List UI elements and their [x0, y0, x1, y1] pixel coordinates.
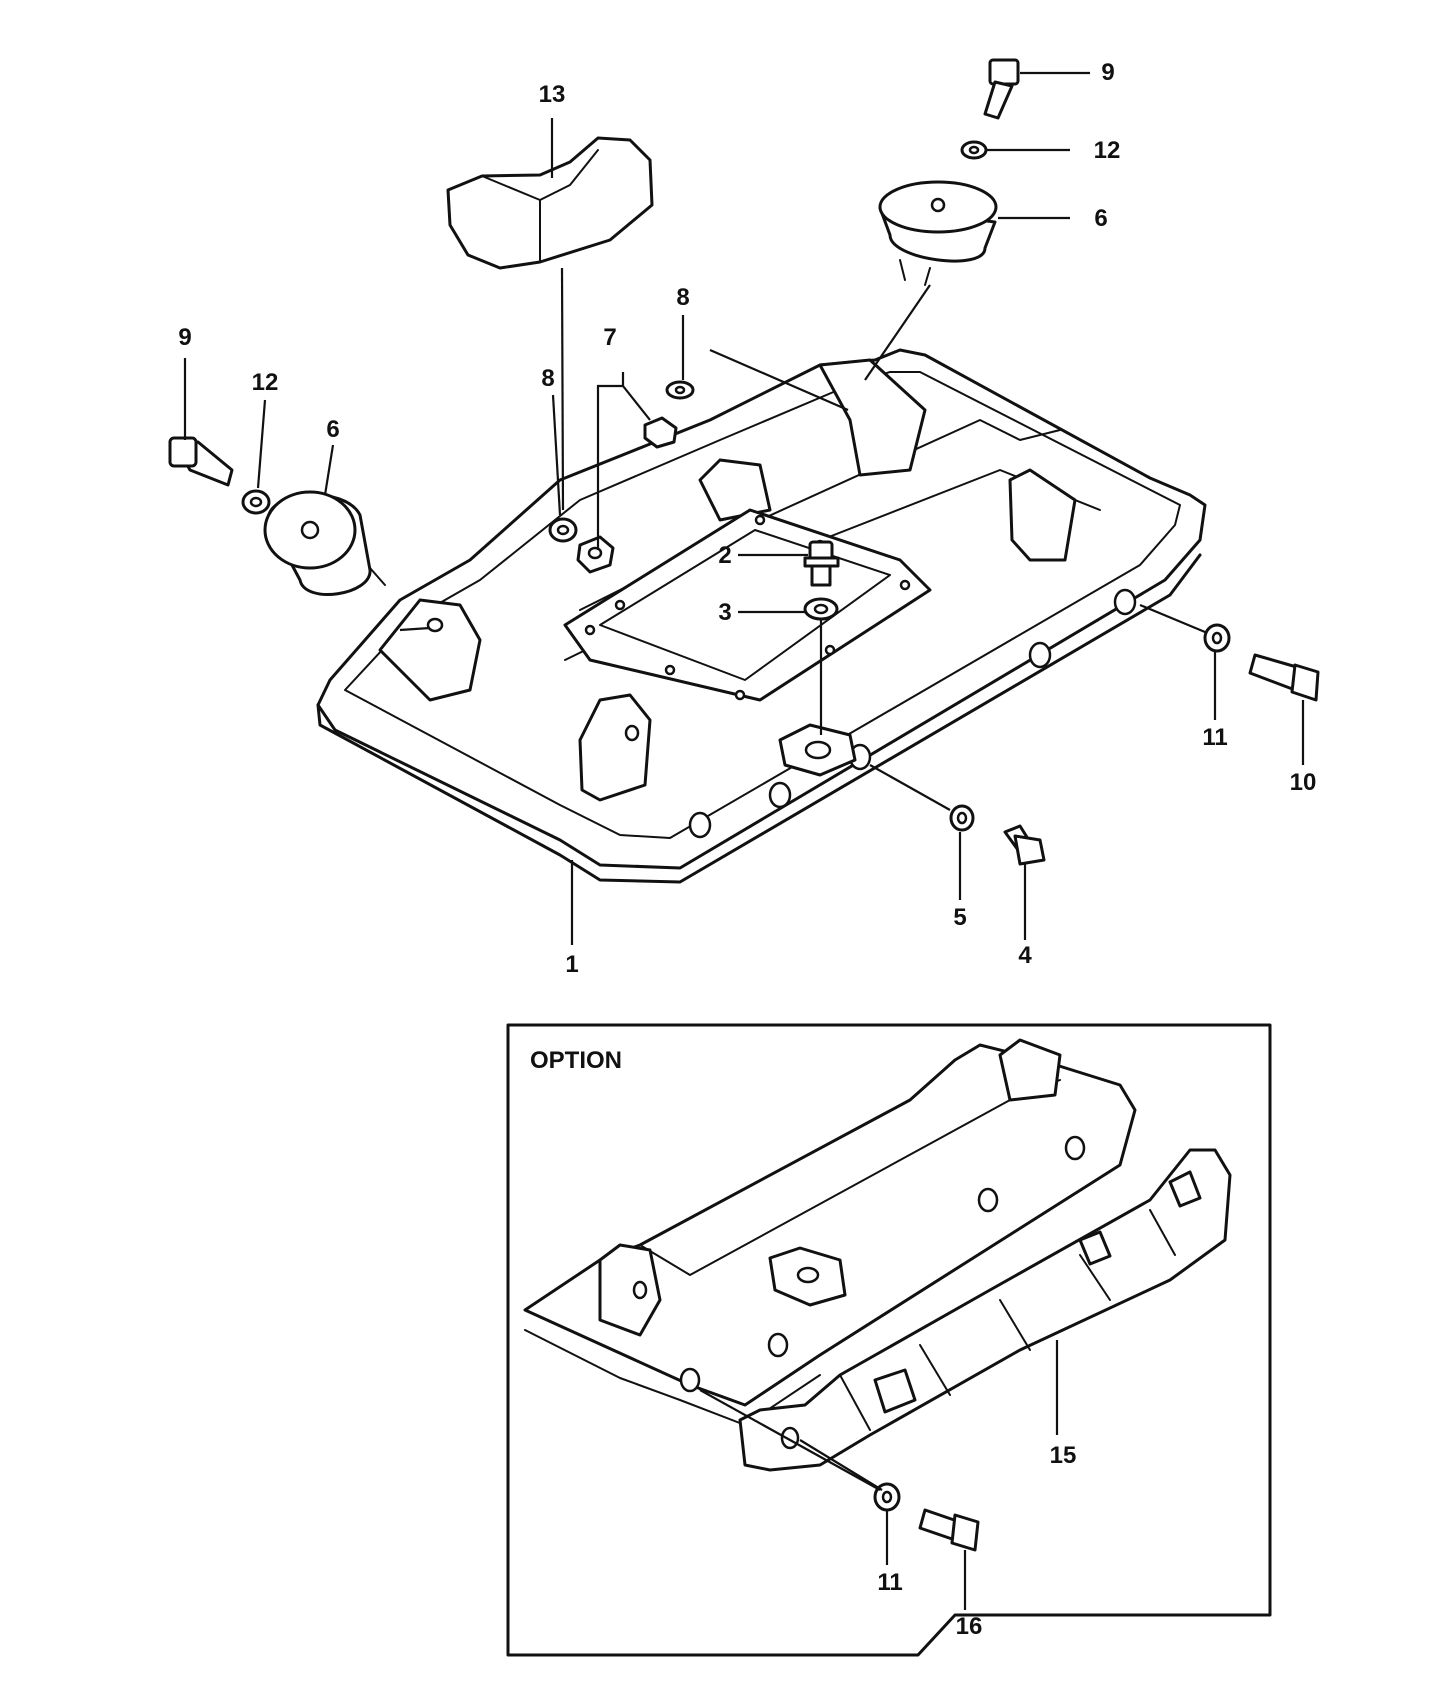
bolt-10 — [1248, 653, 1320, 702]
lock-washer-12-left — [241, 489, 271, 515]
callout-5: 5 — [953, 904, 966, 931]
washer-11-top — [1203, 623, 1231, 653]
bolt-9-right — [983, 58, 1020, 120]
nut-7-lower — [576, 535, 615, 574]
option-box — [506, 1023, 1272, 1657]
plug-2 — [803, 540, 840, 587]
bolt-16 — [918, 1508, 980, 1552]
nut-7-upper — [643, 416, 678, 449]
cushion-pad — [446, 136, 654, 270]
callout-9-left: 9 — [178, 324, 191, 351]
callout-8-left: 8 — [541, 365, 554, 392]
option-frame-section — [523, 1038, 1137, 1426]
callout-16: 16 — [956, 1613, 983, 1640]
callout-8-right: 8 — [676, 284, 689, 311]
callout-6-right: 6 — [1094, 205, 1107, 232]
callout-12-left: 12 — [252, 369, 279, 396]
callout-9-right: 9 — [1101, 59, 1114, 86]
washer-5 — [949, 804, 975, 832]
lock-washer-8-right — [665, 380, 695, 400]
gasket-3 — [803, 597, 839, 621]
bolt-4 — [1003, 824, 1046, 866]
callout-7: 7 — [603, 324, 616, 351]
lock-washer-8-left — [548, 517, 578, 543]
callout-2: 2 — [718, 542, 731, 569]
lock-washer-12-right — [960, 140, 988, 160]
callout-1: 1 — [565, 951, 578, 978]
callout-11-option: 11 — [877, 1569, 902, 1596]
callout-labels: 13 9 12 6 8 9 12 6 7 8 2 3 11 10 5 4 1 1… — [178, 59, 1316, 1640]
option-leader-lines — [699, 1340, 1059, 1610]
base-frame — [316, 348, 1207, 884]
callout-4: 4 — [1018, 942, 1032, 969]
option-title: OPTION — [530, 1047, 622, 1074]
callout-10: 10 — [1290, 769, 1317, 796]
callout-12-right: 12 — [1094, 137, 1121, 164]
leader-lines — [183, 71, 1305, 945]
callout-3: 3 — [718, 599, 731, 626]
callout-6-left: 6 — [326, 416, 339, 443]
callout-15: 15 — [1050, 1442, 1077, 1469]
option-side-guard — [738, 1148, 1232, 1472]
bolt-9-left — [168, 436, 234, 487]
rubber-mount-right — [878, 180, 998, 286]
callout-11-top: 11 — [1202, 724, 1227, 751]
rubber-mount-left — [263, 490, 386, 596]
callout-13: 13 — [539, 81, 566, 108]
